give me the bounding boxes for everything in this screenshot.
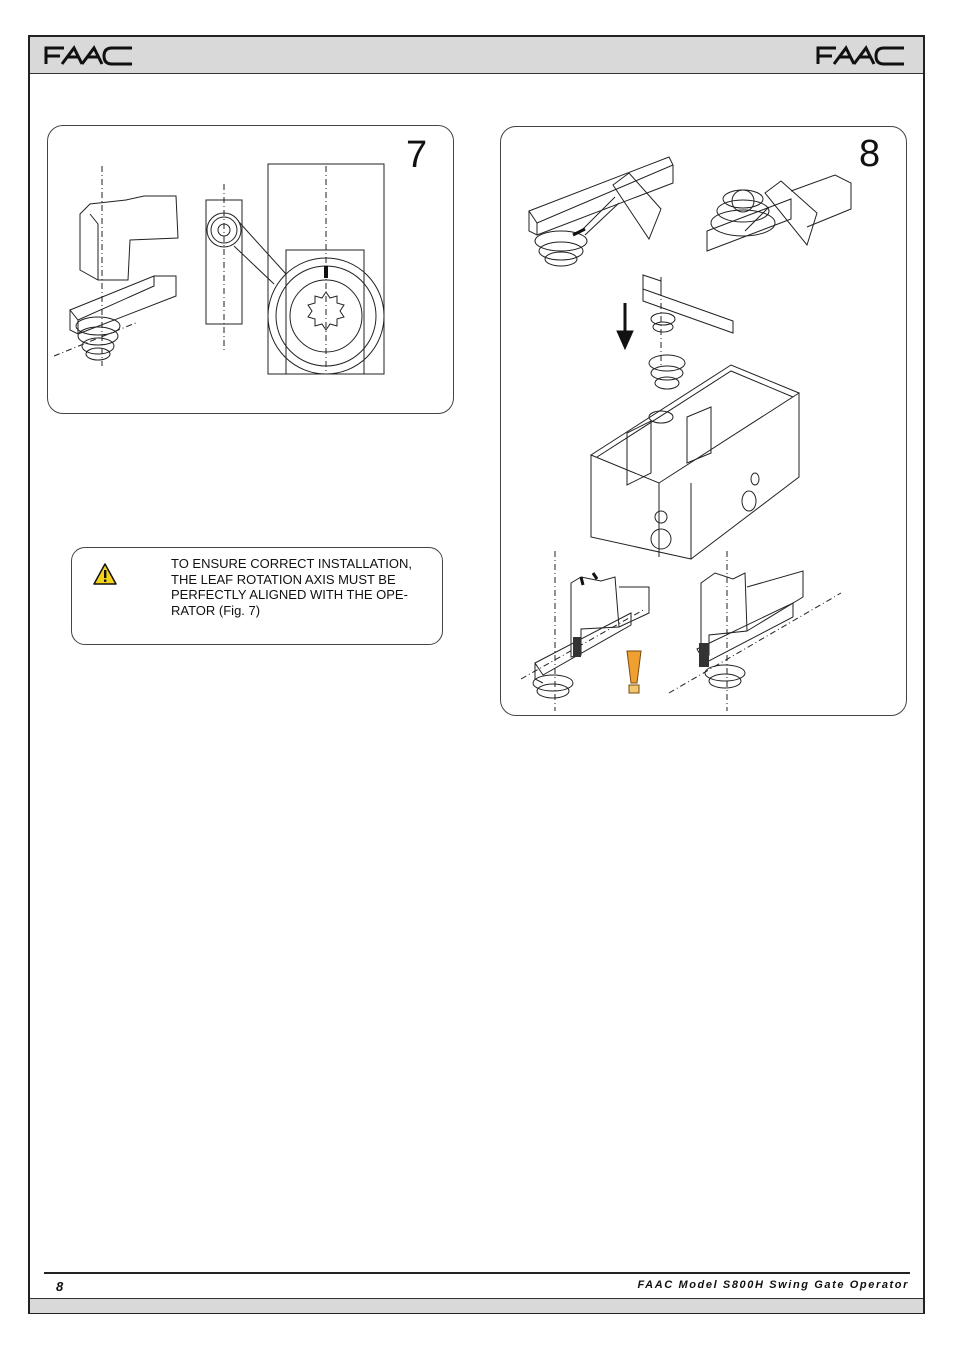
figure-8-panel: 8 (500, 126, 907, 716)
header-bar (30, 37, 923, 74)
figure-8-number: 8 (859, 133, 881, 175)
warning-line: PERFECTLY ALIGNED WITH THE OPE- (171, 587, 408, 602)
figure-7-illustration (53, 163, 385, 375)
figure-7-panel: 7 (47, 125, 454, 414)
warning-triangle-icon (93, 563, 117, 585)
footer-title: FAAC Model S800H Swing Gate Operator (637, 1279, 909, 1291)
faac-logo-right (816, 45, 904, 66)
warning-text: TO ENSURE CORRECT INSTALLATION, THE LEAF… (171, 556, 414, 618)
footer-rule (44, 1272, 910, 1274)
figure-8-illustration (520, 156, 852, 711)
warning-line: RATOR (Fig. 7) (171, 602, 261, 618)
warning-box (71, 547, 443, 645)
page-number: 8 (56, 1279, 64, 1294)
figure-7-number: 7 (406, 134, 428, 176)
page-frame (28, 35, 925, 1314)
warning-line: THE LEAF ROTATION AXIS MUST BE (171, 571, 396, 587)
faac-logo-left (44, 45, 132, 66)
warning-line: TO ENSURE CORRECT INSTALLATION, (171, 556, 413, 571)
caution-exclamation-icon (626, 650, 642, 694)
footer-bar (30, 1298, 923, 1313)
